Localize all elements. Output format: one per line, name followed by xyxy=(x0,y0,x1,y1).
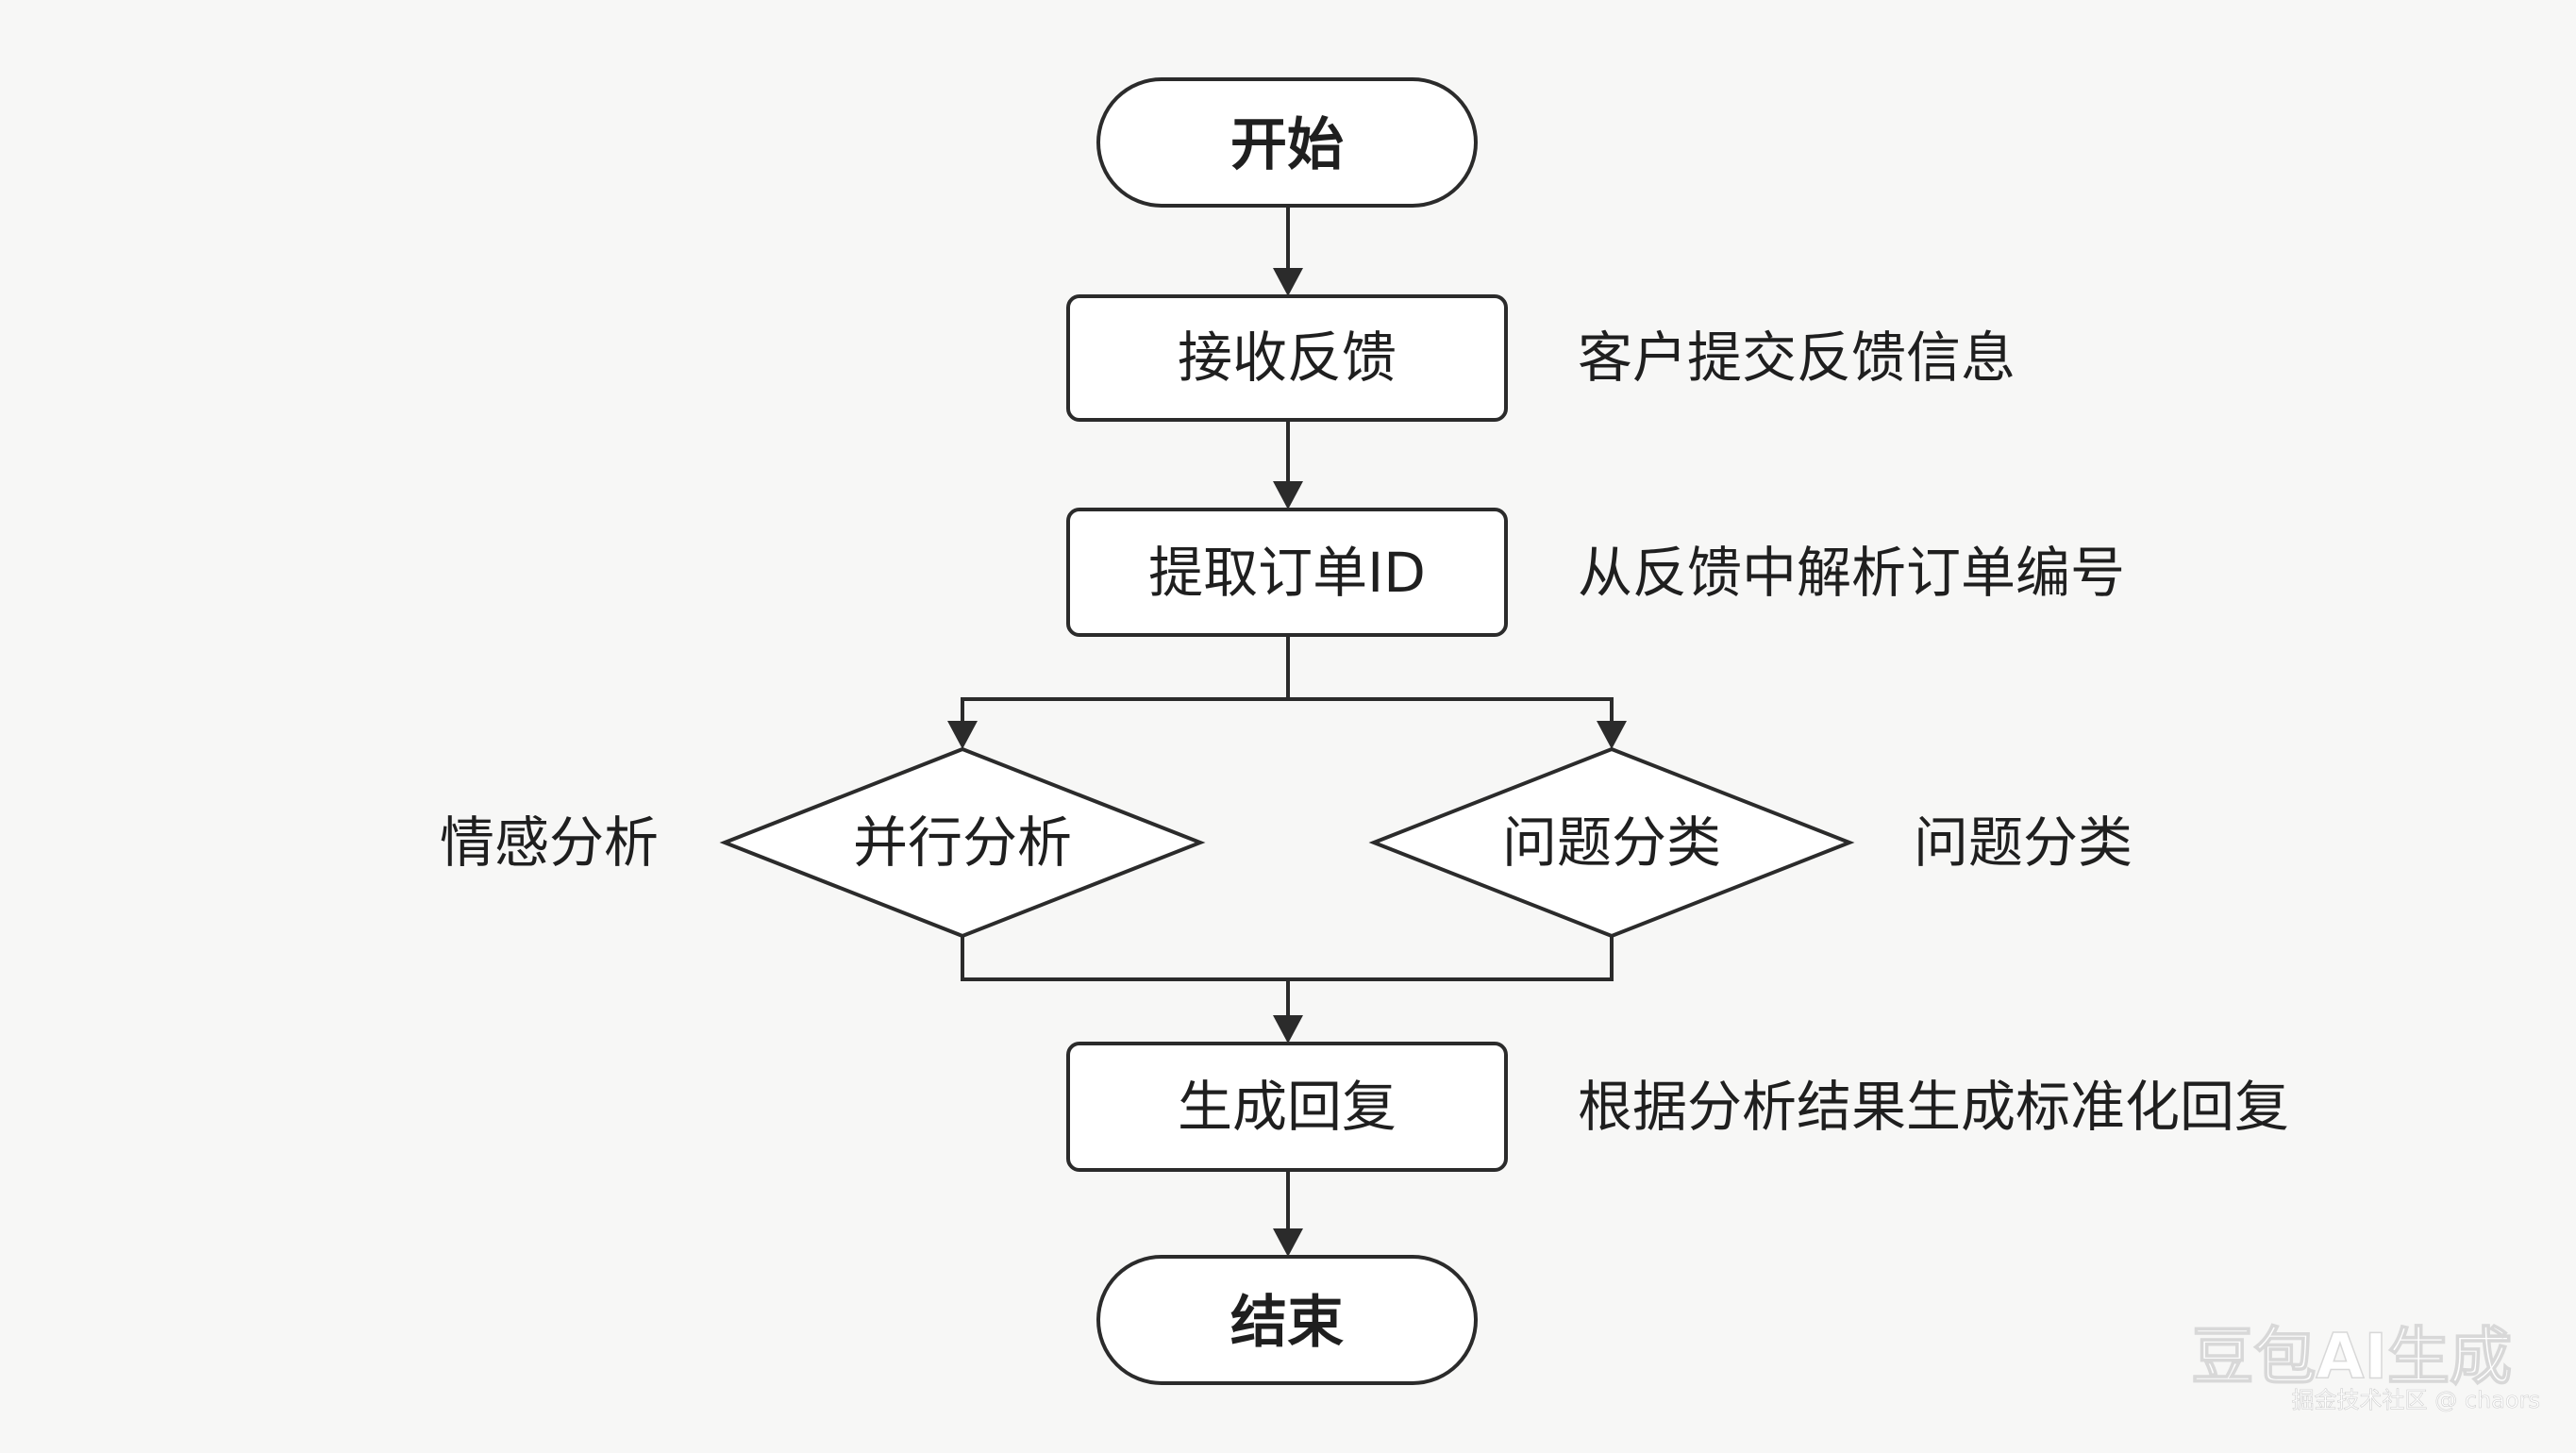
annotation-classify: 问题分类 xyxy=(1914,810,2133,875)
extract-process-shape xyxy=(1066,508,1508,637)
arrow-generate-end xyxy=(1273,1228,1303,1257)
node-parallel-analysis: 并行分析 xyxy=(719,746,1206,939)
end-label: 结束 xyxy=(1230,1290,1344,1356)
classify-label: 问题分类 xyxy=(1502,810,1721,875)
parallel-label: 并行分析 xyxy=(853,810,1072,875)
node-extract-order-id: 提取订单ID xyxy=(1066,508,1508,637)
end-terminal-shape xyxy=(1096,1255,1478,1385)
annotation-receive: 客户提交反馈信息 xyxy=(1578,326,2016,390)
receive-label: 接收反馈 xyxy=(1178,326,1397,390)
generate-process-shape xyxy=(1066,1042,1508,1172)
watermark-credit: 掘金技术社区 @ chaors xyxy=(2292,1387,2540,1413)
generate-label: 生成回复 xyxy=(1178,1075,1397,1139)
extract-label: 提取订单ID xyxy=(1148,541,1426,605)
node-issue-classification: 问题分类 xyxy=(1368,746,1855,939)
start-label: 开始 xyxy=(1230,112,1344,178)
start-terminal-shape xyxy=(1096,77,1478,208)
connectors xyxy=(947,206,1627,1257)
parallel-decision-shape xyxy=(719,746,1206,939)
watermark-brand: 豆包AI生成 xyxy=(2191,1321,2512,1394)
classify-decision-shape xyxy=(1368,746,1855,939)
node-receive-feedback: 接收反馈 xyxy=(1066,294,1508,422)
node-start: 开始 xyxy=(1096,77,1478,208)
annotation-sentiment: 情感分析 xyxy=(440,810,659,875)
annotation-extract: 从反馈中解析订单编号 xyxy=(1578,541,2125,605)
node-generate-reply: 生成回复 xyxy=(1066,1042,1508,1172)
arrow-to-classify xyxy=(1597,721,1627,749)
arrow-start-receive xyxy=(1273,268,1303,296)
watermark: 豆包AI生成 掘金技术社区 @ chaors xyxy=(2191,1320,2541,1414)
edge-split-bar xyxy=(961,697,1614,725)
receive-process-shape xyxy=(1066,294,1508,422)
annotation-generate: 根据分析结果生成标准化回复 xyxy=(1578,1075,2289,1139)
arrow-to-parallel xyxy=(947,721,978,749)
arrow-merge-generate xyxy=(1273,1015,1303,1044)
edge-merge-bar xyxy=(961,936,1614,981)
node-end: 结束 xyxy=(1096,1255,1478,1385)
annotations: 客户提交反馈信息 从反馈中解析订单编号 情感分析 问题分类 根据分析结果生成标准… xyxy=(440,326,2289,1139)
arrow-receive-extract xyxy=(1273,481,1303,509)
